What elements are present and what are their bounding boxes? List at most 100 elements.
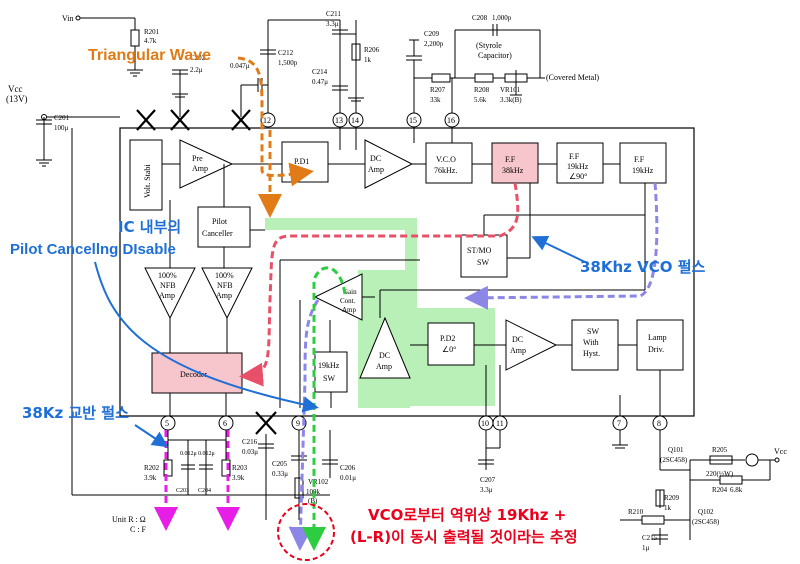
vcc-right-label: Vcc: [774, 447, 787, 456]
ff-19khz-label-2: 19kHz: [632, 166, 654, 175]
dc-amp-top-label-2: Amp: [368, 165, 384, 174]
r202-label: R202: [144, 464, 160, 472]
pin-15-label: 15: [409, 116, 417, 125]
green-dashed-path: [302, 266, 347, 551]
r204-value: 6.8k: [730, 486, 743, 494]
r203-value: 3.9k: [232, 474, 245, 482]
c206-value: 0.01μ: [340, 474, 356, 482]
c204-label: C204: [198, 488, 211, 494]
c-047-value: 0.047μ: [230, 62, 250, 70]
red-highlight-circle: [277, 503, 335, 561]
pin-13-label: 13: [335, 116, 343, 125]
vin-line: [75, 15, 143, 77]
pin-circles-bottom: [160, 415, 668, 431]
vco-block: [425, 142, 473, 184]
pilot-disable-label: Pilot Cancellng DIsable: [10, 241, 176, 258]
pin-9-label: 9: [296, 419, 300, 428]
sw-19khz-block: [314, 351, 348, 393]
triangular-wave-label: Triangular Wave: [88, 47, 211, 64]
r201-value: 4.7k: [144, 37, 157, 45]
pin-circles-top: [260, 112, 460, 128]
vr101-value: 3.3k(B): [500, 96, 522, 104]
orange-triangular-path: [237, 56, 314, 187]
pilot-canceller-label-1: Pilot: [212, 217, 228, 226]
ic-outline: [119, 127, 695, 417]
pin12-wiring: [240, 19, 340, 117]
ff-38khz-label-1: F.F: [505, 155, 516, 164]
sw-hyst-label-1: SW: [587, 327, 599, 336]
vr102-label: VR102: [308, 478, 329, 486]
dc-amp-right-label-1: DC: [512, 335, 523, 344]
c201-label: C201: [54, 114, 70, 122]
purple-down-path: [288, 299, 320, 551]
nfb-amp-1-label-2: NFB: [160, 281, 176, 290]
ic-internal-label: IC 내부의: [118, 218, 181, 236]
pd2-label-2: ∠0°: [442, 345, 456, 354]
blue-arrow-vco: [531, 235, 586, 263]
st-mo-sw-label-2: SW: [477, 258, 489, 267]
vcc-input: [36, 114, 120, 167]
vco-label-1: V.C.O: [436, 155, 456, 164]
dc-amp-mid-label-1: DC: [379, 351, 390, 360]
x-mark-bottom: [255, 411, 277, 435]
dc-amp-right-label-2: Amp: [510, 346, 526, 355]
pin15-16-wiring: [406, 24, 545, 117]
c203-label: C203: [176, 488, 189, 494]
q102-label: Q102: [698, 508, 714, 516]
c215-label: C215: [642, 534, 658, 542]
vco-label-2: 76kHz.: [434, 166, 457, 175]
c204-value: 0.012μ: [198, 451, 215, 457]
vco-pulse-label: 38Khz VCO 펄스: [580, 258, 706, 276]
ff-19khz-90-label-2: 19kHz: [567, 162, 589, 171]
x-marks-top: [136, 109, 251, 131]
pin-11-label: 11: [496, 419, 504, 428]
estimate-line-1: VCO로부터 역위상 19Khz +: [368, 506, 566, 524]
r201-label: R201: [144, 28, 160, 36]
gain-cont-amp-label-3: Amp: [342, 306, 357, 314]
ff-38khz-block: [491, 142, 539, 184]
c207-value: 3.3μ: [480, 486, 493, 494]
ff-19khz-90-block: [556, 142, 604, 184]
pin-5-label: 5: [165, 419, 169, 428]
unit-line-1: Unit R : Ω: [112, 515, 146, 524]
c205-label: C205: [272, 460, 288, 468]
c214-label: C214: [312, 68, 328, 76]
r203-label: R203: [232, 464, 248, 472]
sw-hyst-block: [571, 319, 619, 371]
r206-value: 1k: [364, 56, 372, 64]
volt-stabi-label: Volt. Stabi: [143, 164, 152, 198]
c215-value: 1μ: [642, 544, 650, 552]
nfb-amp-2-label-2: NFB: [217, 281, 233, 290]
st-mo-sw-block: [460, 234, 508, 278]
sw-hyst-label-2: With: [583, 338, 599, 347]
c209-value: 2,200p: [424, 40, 444, 48]
r208-label: R208: [474, 86, 490, 94]
purple-19khz-path: [464, 182, 659, 310]
lamp-driver-label-2: Driv.: [648, 345, 664, 354]
vcc-voltage: (13V): [6, 94, 28, 104]
q102-value: (2SC458): [692, 518, 720, 526]
gain-cont-amp-label-2: Cont.: [340, 297, 356, 305]
r208-value: 5.6k: [474, 96, 487, 104]
decoder-label: Decoder: [180, 370, 207, 379]
lamp-driver-label-1: Lamp: [648, 333, 667, 342]
st-mo-sw-label-1: ST/MO: [467, 246, 492, 255]
sw-19khz-label-2: SW: [323, 374, 335, 383]
c202-cap: [172, 69, 188, 117]
pink-38khz-path: [239, 182, 520, 387]
dc-amp-top-block: [364, 139, 414, 189]
c211-value: 3.3μ: [326, 20, 339, 28]
internal-wiring: [162, 127, 661, 416]
pin13-14-wiring: [332, 20, 364, 117]
dc-amp-top-label-1: DC: [370, 154, 381, 163]
pin-8-label: 8: [657, 419, 661, 428]
c201-value: 100μ: [54, 124, 69, 132]
pre-amp-label-2: Amp: [192, 164, 208, 173]
gain-cont-amp-label-1: Gain: [343, 288, 357, 296]
c212-label: C212: [278, 49, 294, 57]
pd1-label: P.D1: [294, 157, 309, 166]
pin-7-label: 7: [617, 419, 621, 428]
c208-value: 1,000p: [492, 14, 512, 22]
c216-label: C216: [242, 438, 258, 446]
nfb-amp-1-label-3: Amp: [159, 291, 175, 300]
